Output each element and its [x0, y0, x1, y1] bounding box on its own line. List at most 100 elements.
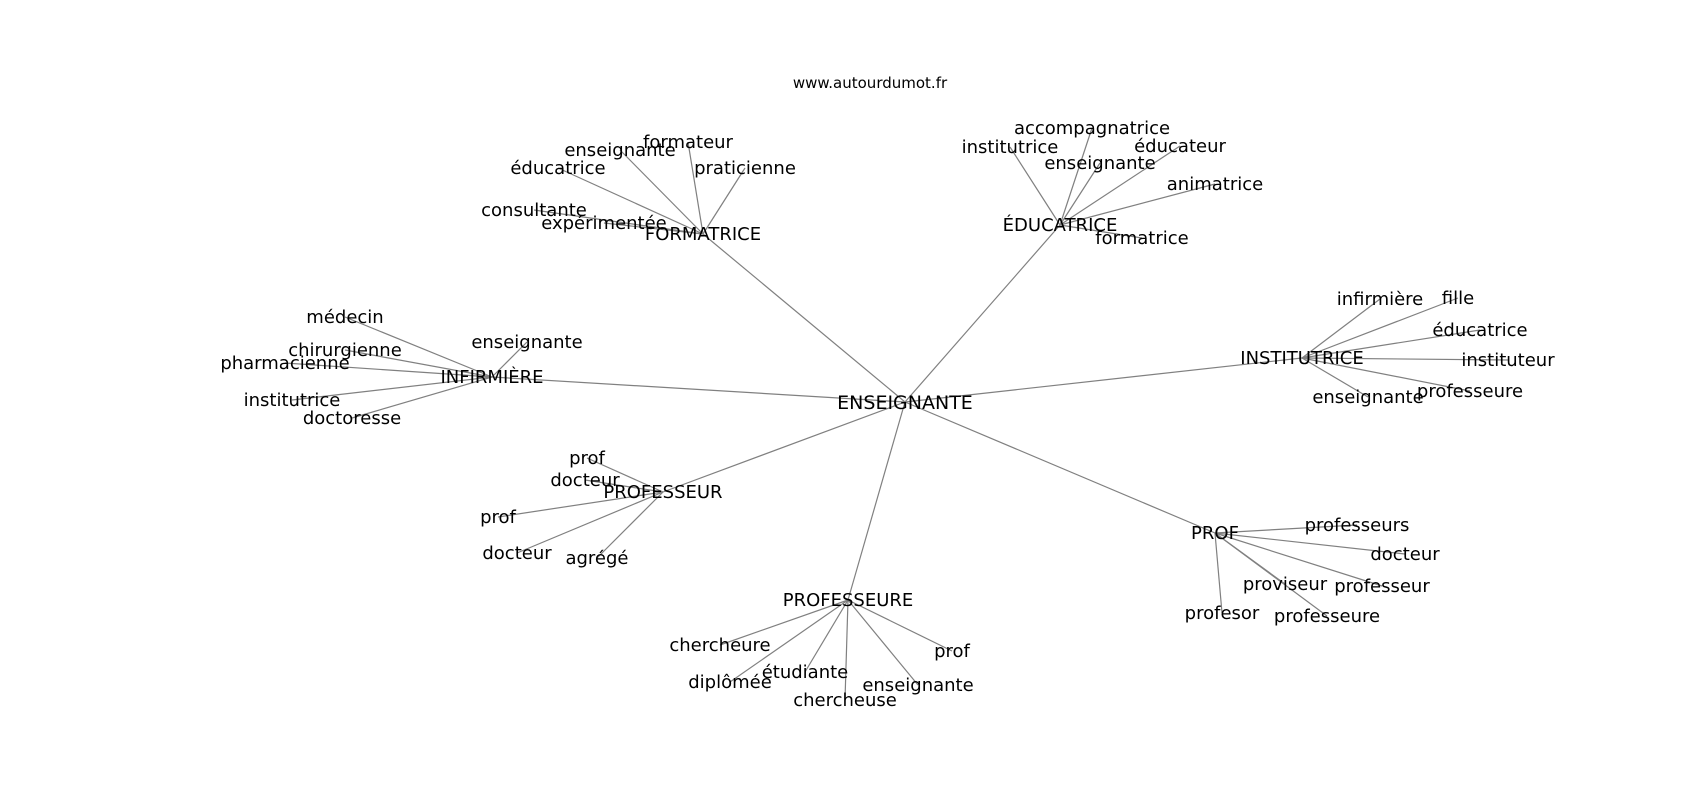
- hub-node-label[interactable]: PROFESSEURE: [783, 590, 914, 611]
- edge-center-to-hub: [904, 357, 1303, 403]
- leaf-node-label[interactable]: fille: [1442, 288, 1474, 309]
- leaf-node-label[interactable]: enseignante: [862, 675, 973, 696]
- edge-hub-to-leaf: [847, 599, 919, 686]
- edge-hub-to-leaf: [344, 316, 493, 378]
- edge-hub-to-leaf: [284, 362, 493, 378]
- edge-hub-to-leaf: [557, 167, 704, 235]
- leaf-node-label[interactable]: éducatrice: [510, 158, 605, 179]
- leaf-node-label[interactable]: agrégé: [565, 548, 628, 569]
- edge-hub-to-leaf: [729, 599, 849, 683]
- leaf-node-label[interactable]: prof: [569, 448, 605, 469]
- edge-hub-to-leaf: [1301, 357, 1471, 392]
- edge-hub-to-leaf: [516, 491, 664, 554]
- edge-hub-to-leaf: [1301, 297, 1459, 359]
- leaf-node-label[interactable]: praticienne: [694, 158, 796, 179]
- edge-hub-to-leaf: [1059, 127, 1093, 226]
- leaf-node-label[interactable]: formatrice: [1095, 228, 1188, 249]
- edge-center-to-hub: [491, 376, 906, 403]
- leaf-node-label[interactable]: enseignante: [1312, 387, 1423, 408]
- edge-hub-to-leaf: [1059, 145, 1181, 226]
- edge-hub-to-leaf: [1214, 524, 1358, 534]
- leaf-node-label[interactable]: chirurgienne: [288, 340, 402, 361]
- leaf-node-label[interactable]: animatrice: [1167, 174, 1263, 195]
- hub-node-label[interactable]: INSTITUTRICE: [1240, 348, 1363, 369]
- leaf-node-label[interactable]: institutrice: [244, 390, 341, 411]
- edge-hub-to-leaf: [497, 491, 664, 518]
- leaf-node-label[interactable]: médecin: [306, 307, 383, 328]
- edge-hub-to-leaf: [1059, 224, 1143, 239]
- edge-hub-to-leaf: [344, 349, 493, 378]
- leaf-node-label[interactable]: instituteur: [1461, 350, 1555, 371]
- hub-node-label[interactable]: ÉDUCATRICE: [1003, 214, 1118, 236]
- edge-hub-to-leaf: [584, 479, 664, 493]
- edge-hub-to-leaf: [844, 599, 849, 701]
- leaf-node-label[interactable]: chercheure: [669, 635, 770, 656]
- leaf-node-label[interactable]: infirmière: [1337, 289, 1424, 310]
- edge-hub-to-leaf: [1059, 183, 1216, 226]
- leaf-node-label[interactable]: docteur: [1370, 544, 1440, 565]
- leaf-node-label[interactable]: enseignante: [564, 140, 675, 161]
- leaf-node-label[interactable]: formateur: [643, 132, 734, 153]
- hub-node-label[interactable]: PROFESSEUR: [603, 482, 722, 503]
- edge-hub-to-leaf: [1301, 357, 1509, 361]
- leaf-node-label[interactable]: docteur: [482, 543, 552, 564]
- edge-hub-to-leaf: [1214, 532, 1223, 614]
- edge-hub-to-leaf: [1301, 298, 1381, 359]
- edge-hub-to-leaf: [1214, 532, 1406, 555]
- edge-hub-to-leaf: [1301, 329, 1481, 359]
- leaf-node-label[interactable]: chercheuse: [793, 690, 897, 711]
- leaf-node-label[interactable]: enseignante: [471, 332, 582, 353]
- hub-node-label[interactable]: INFIRMIÈRE: [440, 366, 543, 388]
- edge-hub-to-leaf: [719, 599, 849, 646]
- labels: www.autourdumot.fr ENSEIGNANTE enseignan…: [220, 74, 1555, 711]
- edge-center-to-hub: [904, 401, 1216, 534]
- leaf-node-label[interactable]: prof: [480, 507, 516, 528]
- leaf-node-label[interactable]: consultante: [481, 200, 587, 221]
- leaf-node-label[interactable]: expérimentée: [541, 213, 667, 234]
- edge-hub-to-leaf: [533, 209, 704, 235]
- leaf-node-label[interactable]: professeure: [1274, 606, 1380, 627]
- leaf-node-label[interactable]: profesor: [1185, 603, 1260, 624]
- leaf-node-label[interactable]: proviseur: [1243, 574, 1328, 595]
- edge-hub-to-leaf: [1214, 532, 1328, 617]
- edge-hub-to-leaf: [491, 341, 528, 378]
- edge-center-to-hub: [702, 233, 906, 403]
- center-node-label[interactable]: ENSEIGNANTE: [837, 392, 973, 414]
- leaf-node-label[interactable]: prof: [934, 641, 970, 662]
- edge-hub-to-leaf: [687, 141, 704, 235]
- edge-center-to-hub: [904, 224, 1061, 403]
- edge-hub-to-leaf: [1059, 162, 1101, 226]
- edge-center-to-hub: [847, 401, 906, 601]
- leaf-node-label[interactable]: éducateur: [1134, 136, 1226, 157]
- leaf-node-label[interactable]: institutrice: [962, 137, 1059, 158]
- edge-hub-to-leaf: [351, 376, 493, 419]
- leaf-node-label[interactable]: enseignante: [1044, 153, 1155, 174]
- edge-hub-to-leaf: [619, 149, 704, 235]
- edge-hub-to-leaf: [586, 457, 664, 493]
- edge-hub-to-leaf: [1009, 146, 1061, 226]
- leaf-node-label[interactable]: diplômée: [688, 672, 772, 693]
- site-url[interactable]: www.autourdumot.fr: [793, 74, 948, 92]
- edge-hub-to-leaf: [291, 376, 493, 401]
- leaf-node-label[interactable]: éducatrice: [1432, 320, 1527, 341]
- leaf-node-label[interactable]: professeurs: [1305, 515, 1410, 536]
- edge-hub-to-leaf: [702, 167, 746, 235]
- edge-hub-to-leaf: [847, 599, 953, 652]
- edge-hub-to-leaf: [596, 491, 664, 559]
- leaf-node-label[interactable]: professeur: [1334, 576, 1430, 597]
- leaf-node-label[interactable]: étudiante: [762, 662, 849, 683]
- edge-hub-to-leaf: [804, 599, 849, 673]
- leaf-node-label[interactable]: docteur: [550, 470, 620, 491]
- hub-node-label[interactable]: PROF: [1191, 523, 1239, 544]
- edge-center-to-hub: [662, 401, 906, 493]
- edges: [284, 127, 1509, 701]
- hub-node-label[interactable]: FORMATRICE: [645, 224, 761, 245]
- leaf-node-label[interactable]: doctoresse: [303, 408, 401, 429]
- edge-hub-to-leaf: [1214, 532, 1383, 587]
- leaf-node-label[interactable]: accompagnatrice: [1014, 118, 1170, 139]
- edge-hub-to-leaf: [1301, 357, 1369, 398]
- edge-hub-to-leaf: [603, 222, 704, 235]
- leaf-node-label[interactable]: professeure: [1417, 381, 1523, 402]
- leaf-node-label[interactable]: pharmacienne: [220, 353, 349, 374]
